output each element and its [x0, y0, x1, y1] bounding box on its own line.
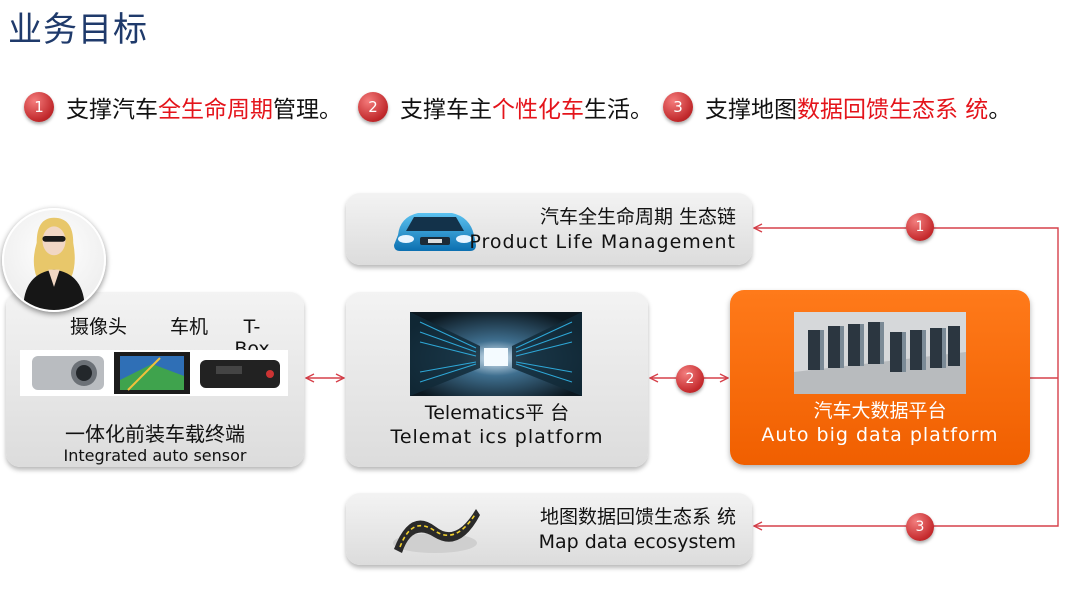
bigdata-en: Auto big data platform: [761, 424, 999, 446]
flow-badge-1: 1: [906, 213, 934, 241]
product-life-cn: 汽车全生命周期 生态链: [539, 206, 736, 228]
road-image-icon: [393, 509, 480, 553]
server-room-image-icon: [794, 312, 966, 394]
auto-device-images-icon: [20, 350, 288, 396]
telematics-en: Telemat ics platform: [390, 426, 604, 448]
goal-text-highlight: 个性化车: [492, 97, 584, 123]
goal-text-post: 管理。: [273, 97, 342, 123]
map-data-box: 地图数据回馈生态系 统 Map data ecosystem: [346, 493, 752, 565]
goal-number-badge: 2: [358, 92, 388, 122]
flow-badge-3: 3: [906, 513, 934, 541]
telematics-cn: Telematics平 台: [424, 402, 570, 424]
goal-item-3: 3 支撑地图数据回馈生态系 统。: [663, 90, 1011, 124]
product-life-text: 汽车全生命周期 生态链 Product Life Management: [469, 205, 736, 255]
product-life-en: Product Life Management: [469, 231, 736, 253]
flow-badge-2: 2: [676, 365, 704, 393]
camera-label: 摄像头: [70, 316, 128, 338]
telematics-platform-box: Telematics平 台 Telemat ics platform: [346, 292, 648, 467]
map-data-en: Map data ecosystem: [538, 531, 736, 553]
goal-item-1: 1 支撑汽车全生命周期管理。: [24, 90, 342, 124]
bigdata-cn: 汽车大数据平台: [813, 400, 947, 422]
goal-text-highlight: 全生命周期: [158, 97, 273, 123]
person-avatar-icon: [2, 208, 106, 312]
goal-text-pre: 支撑汽车: [66, 97, 158, 123]
product-life-box: 汽车全生命周期 生态链 Product Life Management: [346, 193, 752, 265]
goal-text-highlight: 数据回馈生态系 统: [797, 97, 989, 123]
headunit-label: 车机: [170, 316, 209, 338]
goal-text-pre: 支撑车主: [400, 97, 492, 123]
datacenter-image-icon: [410, 312, 582, 396]
page-title: 业务目标: [8, 10, 148, 50]
goal-text-post: 。: [988, 97, 1012, 123]
terminal-en: Integrated auto sensor: [63, 446, 247, 465]
car-image-icon: [394, 213, 476, 251]
auto-terminal-box: 摄像头 车机 T- Box 一体化前装车载终端 Integrated auto …: [6, 292, 304, 467]
goal-number-badge: 3: [663, 92, 693, 122]
goal-item-2: 2 支撑车主个性化车生活。: [358, 90, 653, 124]
goal-text-pre: 支撑地图: [705, 97, 797, 123]
map-data-text: 地图数据回馈生态系 统 Map data ecosystem: [539, 505, 736, 555]
map-data-cn: 地图数据回馈生态系 统: [539, 506, 736, 528]
goals-row: 1 支撑汽车全生命周期管理。 2 支撑车主个性化车生活。 3 支撑地图数据回馈生…: [24, 90, 1011, 124]
goal-number-badge: 1: [24, 92, 54, 122]
terminal-cn: 一体化前装车载终端: [65, 422, 245, 446]
big-data-platform-box: 汽车大数据平台 Auto big data platform: [730, 290, 1030, 465]
goal-text-post: 生活。: [584, 97, 653, 123]
